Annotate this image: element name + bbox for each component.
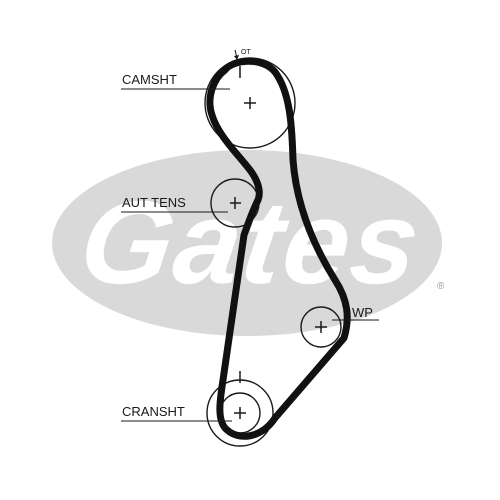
tensioner-label: AUT TENS [122, 195, 186, 210]
camshaft-centre [244, 97, 256, 109]
timing-belt [206, 57, 351, 440]
water-pump-centre [315, 321, 327, 333]
water-pump-pulley [300, 306, 342, 348]
gates-logo: Gates ® [52, 150, 445, 336]
crankshaft-centre [234, 407, 246, 419]
trademark-symbol: ® [437, 281, 445, 292]
timing-arrow-head [234, 55, 239, 60]
camshaft-label: CAMSHT [122, 72, 177, 87]
leader-lines [121, 88, 379, 422]
crankshaft-label: CRANSHT [122, 404, 185, 419]
water-pump-label: WP [352, 305, 373, 320]
tensioner-centre [230, 197, 241, 209]
logo-ellipse [52, 150, 442, 336]
pulley-centres [230, 97, 327, 419]
logo-wordmark: Gates [73, 178, 429, 309]
timing-marks: OT [234, 49, 251, 383]
timing-mark-label: OT [241, 49, 251, 56]
